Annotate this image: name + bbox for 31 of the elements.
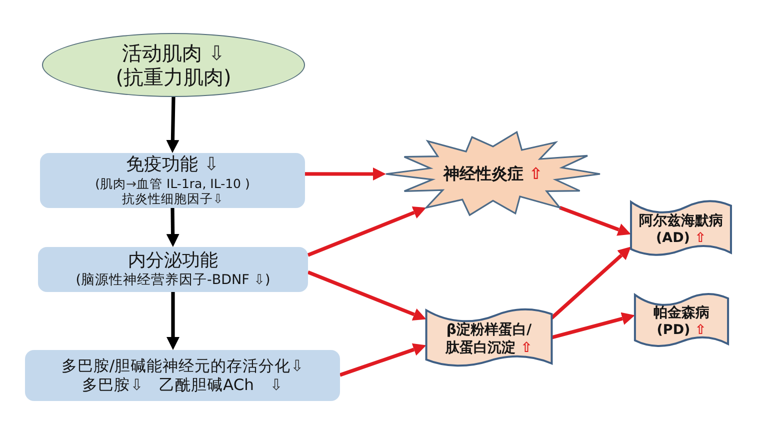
node-title: 多巴胺/胆碱能神经元的存活分化⇩ <box>61 356 304 376</box>
node-title: 帕金森病 <box>654 305 710 322</box>
node-text: (抗重力肌肉) <box>116 65 232 90</box>
arrow <box>551 312 635 340</box>
arrow <box>166 292 180 350</box>
node-title: 阿尔兹海默病 <box>639 213 723 230</box>
arrow <box>166 96 180 153</box>
arrow <box>307 270 426 321</box>
node-text: β淀粉样蛋白/肽蛋白沉淀 ⇧ <box>444 322 534 357</box>
node-text: (肌肉→血管 IL-1ra, IL-10 ) <box>95 176 250 192</box>
banner-shape <box>630 197 732 259</box>
arrow <box>307 206 426 257</box>
process-box <box>40 153 305 208</box>
node-text: 活动肌肉 ⇩ <box>122 40 226 65</box>
node-text: (AD) ⇧ <box>656 230 706 247</box>
arrow <box>166 208 180 247</box>
arrow <box>305 168 386 180</box>
node-text: 多巴胺⇩ 乙酰胆碱ACh ⇩ <box>82 376 283 394</box>
starburst-shape <box>386 131 600 217</box>
process-box <box>25 350 340 401</box>
arrow <box>559 206 631 236</box>
banner-shape <box>634 290 729 350</box>
arrow <box>339 343 426 377</box>
arrow <box>550 246 632 320</box>
node-text: 抗炎性细胞因子⇩ <box>122 191 224 207</box>
node-text: (脑源性神经营养因子-BDNF ⇩) <box>76 272 270 289</box>
process-box <box>38 247 308 292</box>
node-text: (PD) ⇧ <box>656 322 706 339</box>
node-title: 内分泌功能 <box>128 250 218 272</box>
node-text: 神经性炎症 ⇧ <box>444 164 542 184</box>
node-title: 免疫功能 ⇩ <box>126 154 219 176</box>
